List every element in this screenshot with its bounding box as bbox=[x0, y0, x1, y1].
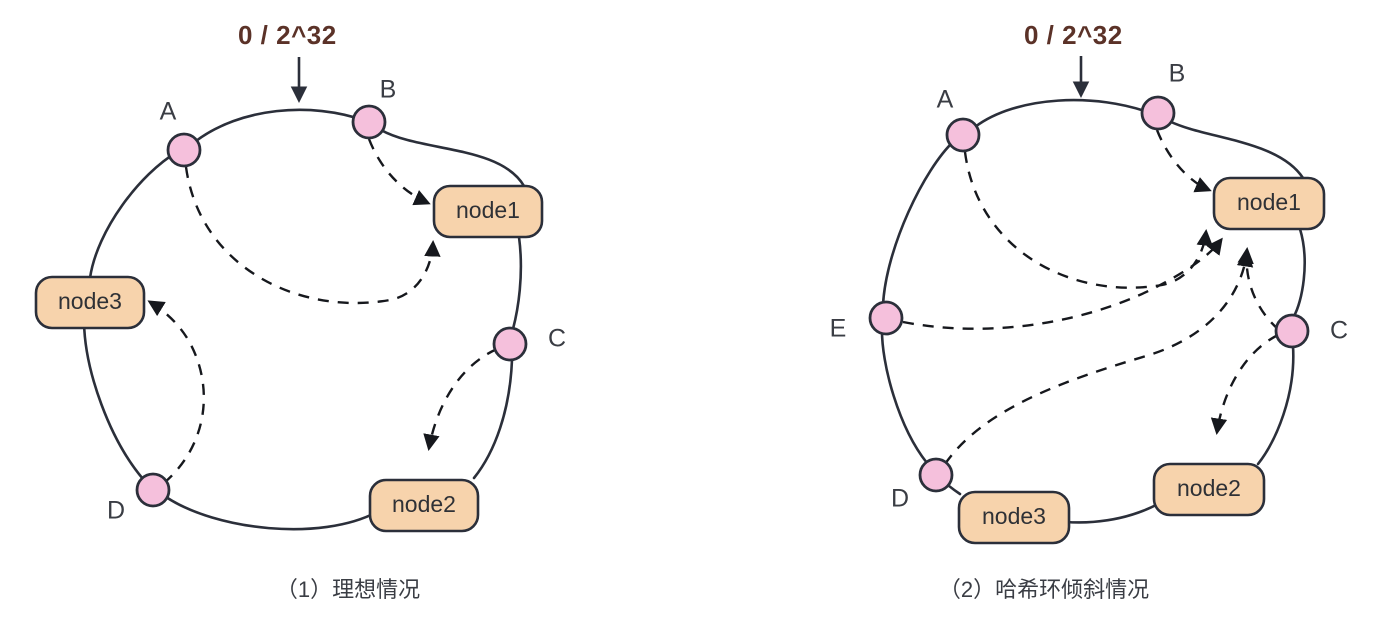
vnode-D-2[interactable]: D bbox=[891, 457, 954, 513]
edge-C-to-node2 bbox=[1210, 333, 1279, 435]
mapping-edges-2 bbox=[902, 129, 1280, 465]
node-box-node3-1[interactable]: node3 bbox=[34, 275, 146, 330]
edge-B-to-node1 bbox=[367, 138, 431, 206]
node-box-text: node3 bbox=[58, 288, 122, 314]
vnode-circle bbox=[945, 117, 981, 153]
node-box-shape bbox=[34, 275, 146, 330]
vnode-A-1[interactable]: A bbox=[160, 98, 202, 168]
panel-caption-2: （2）哈希环倾斜情况 bbox=[938, 577, 1150, 602]
node-box-shape bbox=[368, 478, 480, 533]
edge-E-to-node1 bbox=[902, 237, 1223, 330]
edge-B-to-node1 bbox=[1155, 129, 1212, 193]
vnode-label: B bbox=[380, 76, 397, 104]
vnode-C-1[interactable]: C bbox=[492, 325, 566, 362]
node-box-shape bbox=[1152, 462, 1266, 517]
vnode-label: A bbox=[160, 98, 177, 126]
edge-A-to-node1 bbox=[963, 151, 1213, 289]
ring-outline-1 bbox=[82, 108, 526, 531]
node-box-node2-2[interactable]: node2 bbox=[1152, 462, 1266, 517]
edge-D-to-node3 bbox=[147, 300, 206, 484]
mapping-edges-1 bbox=[147, 138, 498, 484]
vnode-label: D bbox=[107, 497, 125, 525]
panel-skewed-case: 0 / 2^32 bbox=[696, 0, 1392, 619]
edge-D-to-node1 bbox=[944, 250, 1254, 465]
ring-origin-label: 0 / 2^32 bbox=[1024, 20, 1123, 50]
vnode-circle bbox=[166, 132, 202, 168]
vnode-E-2[interactable]: E bbox=[830, 300, 904, 343]
node-box-text: node2 bbox=[1177, 475, 1241, 501]
node-box-shape bbox=[1212, 176, 1326, 231]
edge-C-to-node1-curve bbox=[1237, 247, 1280, 331]
vnode-circle bbox=[135, 472, 171, 508]
vnode-circle bbox=[918, 457, 954, 493]
node-box-text: node1 bbox=[1237, 189, 1301, 215]
vnode-label: C bbox=[548, 325, 566, 353]
vnode-A-2[interactable]: A bbox=[937, 86, 981, 153]
node-box-node2-1[interactable]: node2 bbox=[368, 478, 480, 533]
node-box-shape bbox=[957, 490, 1071, 545]
edge-A-to-node1 bbox=[184, 166, 441, 305]
edge-C-to-node2 bbox=[423, 347, 498, 451]
node-box-text: node3 bbox=[982, 503, 1046, 529]
vnode-circle bbox=[1140, 95, 1176, 131]
vnode-circle bbox=[492, 326, 528, 362]
ring-origin-label: 0 / 2^32 bbox=[238, 20, 337, 50]
hash-ring-diagram-2: node1 node2 node3 A B C bbox=[830, 56, 1348, 545]
vnode-label: B bbox=[1169, 60, 1186, 88]
vnode-label: D bbox=[891, 485, 909, 513]
ring-outline-2 bbox=[880, 98, 1306, 524]
vnode-label: C bbox=[1330, 317, 1348, 345]
vnode-circle bbox=[868, 300, 904, 336]
node-box-shape bbox=[432, 184, 544, 239]
vnode-label: E bbox=[830, 315, 847, 343]
vnode-B-2[interactable]: B bbox=[1140, 60, 1186, 131]
panel-ideal-case: 0 / 2^32 bbox=[34, 20, 566, 602]
vnode-D-1[interactable]: D bbox=[107, 472, 171, 525]
node-box-text: node2 bbox=[392, 491, 456, 517]
node-box-node1-1[interactable]: node1 bbox=[432, 184, 544, 239]
node-box-node1-2[interactable]: node1 bbox=[1212, 176, 1326, 231]
vnode-C-2[interactable]: C bbox=[1274, 313, 1348, 349]
panel-caption-1: （1）理想情况 bbox=[275, 577, 421, 602]
node-box-node3-2[interactable]: node3 bbox=[957, 490, 1071, 545]
vnode-B-1[interactable]: B bbox=[351, 76, 397, 140]
vnode-circle bbox=[351, 104, 387, 140]
vnode-circle bbox=[1274, 313, 1310, 349]
node-box-text: node1 bbox=[456, 197, 520, 223]
vnode-label: A bbox=[937, 86, 954, 114]
hash-ring-diagram-1: node1 node2 node3 A B C bbox=[34, 57, 566, 533]
